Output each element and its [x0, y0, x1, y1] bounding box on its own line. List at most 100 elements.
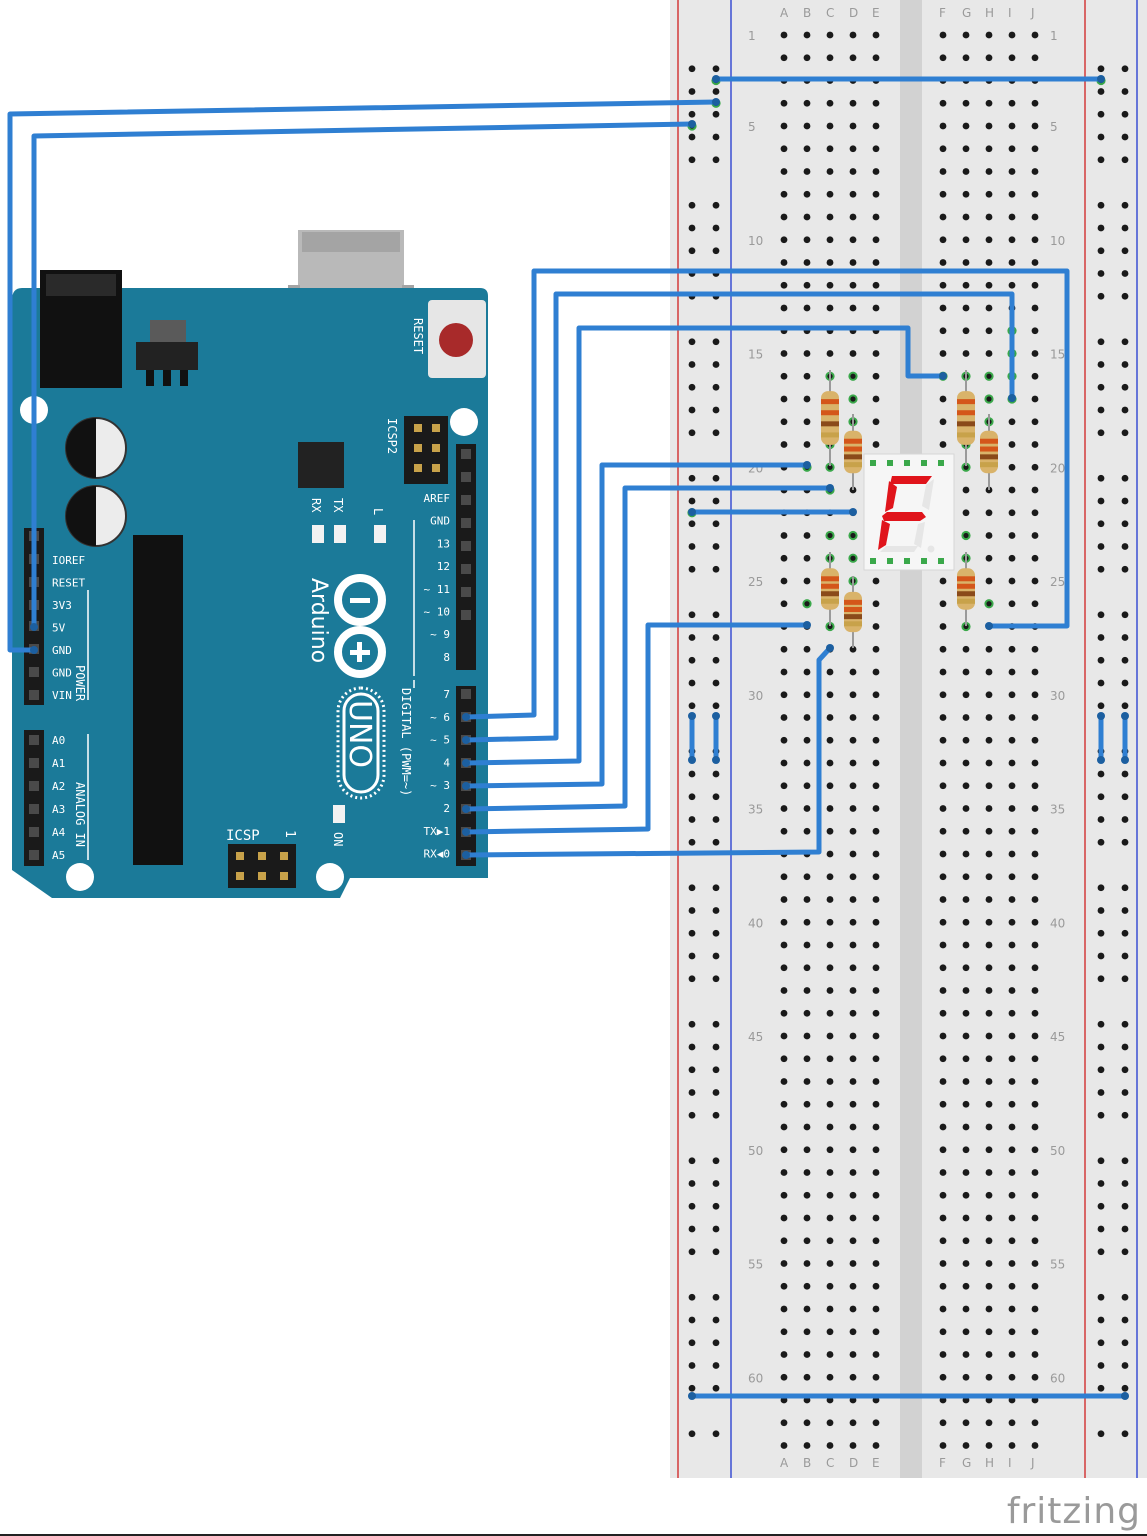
breadboard-hole[interactable]	[872, 645, 880, 653]
wire[interactable]	[463, 462, 810, 789]
breadboard-hole[interactable]	[849, 1146, 857, 1154]
header-pin[interactable]	[461, 495, 471, 505]
rail-hole[interactable]	[688, 224, 696, 232]
rail-hole[interactable]	[1097, 338, 1105, 346]
breadboard-hole[interactable]	[826, 714, 834, 721]
breadboard-hole[interactable]	[826, 827, 834, 835]
breadboard-hole[interactable]	[780, 1282, 788, 1290]
breadboard-hole[interactable]	[939, 987, 947, 994]
breadboard-hole[interactable]	[803, 782, 811, 790]
breadboard-hole[interactable]	[780, 1260, 788, 1267]
rail-hole[interactable]	[1097, 838, 1105, 846]
breadboard-hole[interactable]	[1031, 1169, 1039, 1176]
header-pin[interactable]	[461, 472, 471, 482]
rail-hole[interactable]	[1097, 634, 1105, 641]
rail-hole[interactable]	[688, 929, 696, 937]
breadboard-hole[interactable]	[826, 896, 834, 903]
breadboard-hole[interactable]	[849, 827, 857, 835]
breadboard-hole[interactable]	[780, 645, 788, 653]
breadboard-hole[interactable]	[826, 1123, 834, 1131]
breadboard-hole[interactable]	[872, 1146, 880, 1154]
rail-hole[interactable]	[1097, 1316, 1105, 1324]
breadboard-hole[interactable]	[826, 54, 834, 62]
breadboard-hole[interactable]	[939, 1328, 947, 1336]
rail-hole[interactable]	[688, 133, 696, 141]
breadboard-hole[interactable]	[849, 1305, 857, 1313]
rail-hole[interactable]	[688, 1111, 696, 1119]
header-pin[interactable]	[29, 827, 39, 837]
breadboard-hole[interactable]	[826, 236, 834, 244]
breadboard-hole[interactable]	[826, 281, 834, 289]
rail-hole[interactable]	[688, 1043, 696, 1051]
breadboard-hole[interactable]	[803, 1214, 811, 1222]
breadboard-hole[interactable]	[780, 1328, 788, 1336]
breadboard-hole[interactable]	[985, 1214, 993, 1222]
breadboard-hole[interactable]	[1031, 1100, 1039, 1108]
breadboard-hole[interactable]	[803, 1282, 811, 1290]
rail-hole[interactable]	[712, 497, 720, 505]
rail-hole[interactable]	[712, 406, 720, 414]
breadboard-hole[interactable]	[826, 1169, 834, 1176]
breadboard-hole[interactable]	[803, 577, 811, 585]
breadboard-hole[interactable]	[1031, 31, 1039, 39]
breadboard-hole[interactable]	[1031, 213, 1039, 221]
breadboard-hole[interactable]	[939, 577, 947, 585]
rail-hole[interactable]	[712, 1043, 720, 1051]
breadboard-hole[interactable]	[1008, 532, 1016, 539]
rail-hole[interactable]	[1121, 1248, 1129, 1256]
breadboard-hole[interactable]	[1031, 304, 1039, 312]
breadboard-hole[interactable]	[1008, 1123, 1016, 1131]
breadboard-hole[interactable]	[872, 805, 880, 812]
rail-hole[interactable]	[1097, 565, 1105, 573]
rail-hole[interactable]	[1097, 201, 1105, 209]
breadboard-hole[interactable]	[803, 645, 811, 653]
breadboard-hole[interactable]	[1008, 418, 1016, 426]
breadboard-hole[interactable]	[962, 1351, 970, 1358]
breadboard-hole[interactable]	[872, 1009, 880, 1017]
breadboard-hole[interactable]	[780, 805, 788, 812]
breadboard-hole[interactable]	[826, 1260, 834, 1267]
breadboard-hole[interactable]	[1031, 1442, 1039, 1449]
breadboard-hole[interactable]	[962, 668, 970, 676]
breadboard-hole[interactable]	[780, 281, 788, 289]
breadboard-hole[interactable]	[1008, 259, 1016, 266]
breadboard-hole[interactable]	[780, 668, 788, 676]
breadboard-hole[interactable]	[962, 304, 970, 312]
header-pin[interactable]	[461, 518, 471, 528]
rail-hole[interactable]	[1121, 1384, 1129, 1392]
breadboard-hole[interactable]	[962, 145, 970, 153]
rail-hole[interactable]	[712, 679, 720, 687]
breadboard-hole[interactable]	[1008, 1169, 1016, 1176]
rail-hole[interactable]	[712, 1202, 720, 1210]
breadboard-hole[interactable]	[780, 1169, 788, 1176]
breadboard-hole[interactable]	[1031, 509, 1039, 517]
breadboard-hole[interactable]	[962, 168, 970, 175]
breadboard-hole[interactable]	[826, 1282, 834, 1290]
breadboard-hole[interactable]	[939, 805, 947, 812]
breadboard-hole[interactable]	[849, 736, 857, 744]
breadboard-hole[interactable]	[803, 873, 811, 881]
rail-hole[interactable]	[712, 156, 720, 164]
rail-hole[interactable]	[688, 474, 696, 482]
breadboard-hole[interactable]	[962, 805, 970, 812]
breadboard-hole[interactable]	[826, 168, 834, 175]
breadboard-hole[interactable]	[939, 827, 947, 835]
breadboard-hole[interactable]	[1008, 1260, 1016, 1267]
breadboard-hole[interactable]	[939, 1237, 947, 1245]
breadboard-hole[interactable]	[1008, 577, 1016, 585]
breadboard-hole[interactable]	[849, 168, 857, 175]
breadboard-hole[interactable]	[1008, 281, 1016, 289]
breadboard-hole[interactable]	[849, 236, 857, 244]
breadboard-hole[interactable]	[985, 577, 993, 585]
breadboard-hole[interactable]	[939, 99, 947, 107]
breadboard-hole[interactable]	[962, 1123, 970, 1131]
breadboard-hole[interactable]	[1008, 486, 1016, 494]
breadboard-hole[interactable]	[803, 1009, 811, 1017]
breadboard-hole[interactable]	[803, 1055, 811, 1063]
breadboard-hole[interactable]	[849, 350, 857, 357]
rail-hole[interactable]	[688, 611, 696, 619]
rail-hole[interactable]	[1097, 1430, 1105, 1438]
breadboard-hole[interactable]	[780, 1442, 788, 1449]
breadboard-hole[interactable]	[780, 714, 788, 721]
breadboard-hole[interactable]	[849, 1260, 857, 1267]
